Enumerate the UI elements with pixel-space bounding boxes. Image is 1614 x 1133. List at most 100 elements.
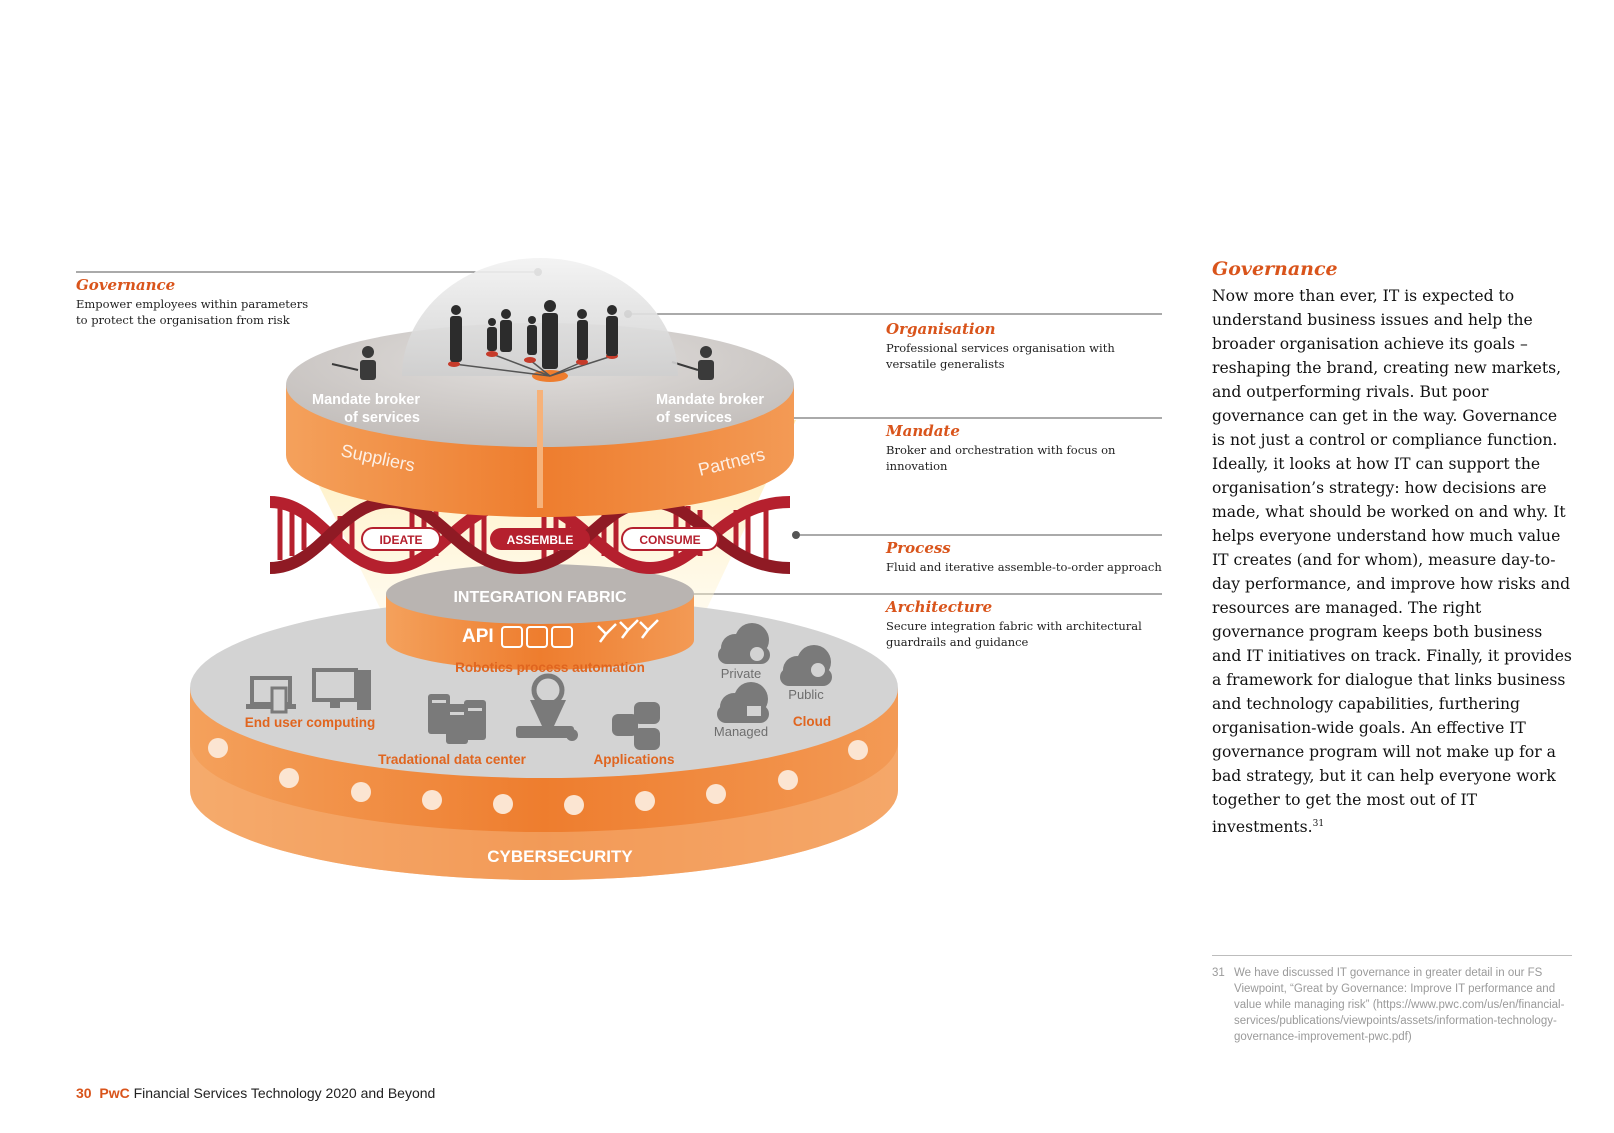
governance-desc-line1: Empower employees within parameters [76, 297, 309, 311]
footer-title: Financial Services Technology 2020 and B… [133, 1085, 436, 1101]
api-label: API [462, 626, 494, 647]
private-cloud-icon [718, 623, 770, 664]
process-callout-desc: Fluid and iterative assemble-to-order ap… [886, 559, 1162, 575]
assemble-pill [490, 528, 590, 550]
managed-cloud-icon [717, 682, 769, 723]
api-block-icon [501, 626, 523, 648]
screen-icon [747, 706, 761, 716]
mandate-left-line1: Mandate broker [312, 392, 420, 408]
footnote-number: 31 [1212, 967, 1225, 979]
integration-fabric-cylinder: INTEGRATION FABRIC API Robotics process … [386, 564, 694, 675]
mandate-desc-line2: innovation [886, 459, 948, 473]
person-head [700, 346, 712, 358]
applications-icon [612, 702, 660, 750]
end-user-computing-icons [246, 668, 371, 714]
disc-light [848, 740, 868, 760]
disc-light [564, 795, 584, 815]
page-number: 30 [76, 1085, 92, 1101]
ideate-pill [361, 527, 441, 551]
network-lines [453, 353, 613, 377]
mandate-callout-desc: Broker and orchestration with focus on i… [886, 442, 1115, 474]
server-rack-icons [428, 694, 486, 744]
organisation-callout-title: Organisation [886, 320, 996, 338]
person-icon [501, 309, 511, 319]
public-cloud-label: Public [788, 687, 824, 702]
lock-icon [750, 647, 764, 661]
assemble-label: ASSEMBLE [507, 533, 574, 547]
organisation-callout-desc: Professional services organisation with … [886, 340, 1115, 372]
applications-label: Applications [593, 752, 674, 767]
server-slot [468, 708, 482, 711]
db-icon [612, 714, 638, 736]
plug-icons [597, 619, 659, 643]
server-slot [432, 700, 446, 703]
person-icon [451, 305, 461, 315]
person-body [360, 360, 376, 380]
process-leader-dot [792, 531, 800, 539]
end-user-computing-label: End user computing [245, 715, 376, 730]
disc-light [422, 790, 442, 810]
organisation-desc-line2: versatile generalists [886, 357, 1005, 371]
server-icon [464, 700, 486, 740]
server-slot [450, 712, 464, 715]
governance-dome [402, 258, 678, 382]
cloud-part [717, 705, 769, 723]
managed-cloud-label: Managed [714, 724, 768, 739]
dna-helix: IDEATE ASSEMBLE CONSUME [269, 495, 791, 575]
organisation-people-icons [450, 300, 618, 369]
architecture-callout-desc: Secure integration fabric with architect… [886, 618, 1142, 650]
architecture-desc-line2: guardrails and guidance [886, 635, 1029, 649]
pointer-stick [331, 363, 359, 371]
api-block-icon [551, 626, 573, 648]
person-head [362, 346, 374, 358]
mandate-left-line2: of services [344, 410, 420, 426]
public-cloud-icon [780, 645, 832, 686]
consume-label: CONSUME [639, 533, 700, 547]
mandate-callout-title: Mandate [886, 422, 960, 440]
mandate-desc-line1: Broker and orchestration with focus on [886, 443, 1116, 457]
robot-base [530, 700, 566, 726]
footer-brand: PwC [99, 1085, 130, 1101]
plug-icon [597, 623, 617, 643]
cyber-disc-band [190, 742, 898, 880]
person-icon [577, 309, 587, 319]
db-icon [634, 702, 660, 724]
traditional-data-center-label: Tradational data center [378, 752, 527, 767]
conveyor-icon [516, 726, 574, 738]
tablet-icon [270, 686, 288, 714]
mandate-right-line2: of services [656, 410, 732, 426]
mandate-right-line1: Mandate broker [656, 392, 764, 408]
organisation-desc-line1: Professional services organisation with [886, 341, 1115, 355]
person-icon [488, 318, 496, 326]
cyber-disc-top [190, 598, 898, 778]
footnote: 31 We have discussed IT governance in gr… [1212, 965, 1572, 1045]
cybersecurity-label: CYBERSECURITY [487, 847, 633, 866]
governance-callout-title: Governance [76, 276, 176, 294]
process-desc-line1: Fluid and iterative assemble-to-order ap… [886, 560, 1162, 574]
cyber-disc-lights [208, 738, 868, 815]
architecture-callout-title: Architecture [886, 598, 993, 616]
broker-left-icon [331, 346, 376, 380]
disc-light [208, 738, 228, 758]
person-icon [607, 305, 617, 315]
consume-pill [621, 527, 719, 551]
process-callout-title: Process [886, 539, 951, 557]
disc-light [351, 782, 371, 802]
cloud-label: Cloud [793, 714, 831, 729]
fabric-top [386, 564, 694, 624]
plug-icon [619, 619, 639, 639]
side-paragraph: Now more than ever, IT is expected to un… [1212, 287, 1572, 837]
robot-arm-icon [516, 673, 578, 741]
disc-light [493, 794, 513, 814]
desktop-tower-icon [357, 670, 371, 710]
monitor-stand [330, 700, 340, 708]
disc-light [706, 784, 726, 804]
disc-light [778, 770, 798, 790]
globe-icon [811, 663, 825, 677]
api-connector-icons [501, 626, 573, 648]
person-icon [544, 300, 556, 312]
dna-strand-b [269, 495, 791, 575]
plug-icon [639, 619, 659, 639]
key-icon [566, 729, 578, 741]
